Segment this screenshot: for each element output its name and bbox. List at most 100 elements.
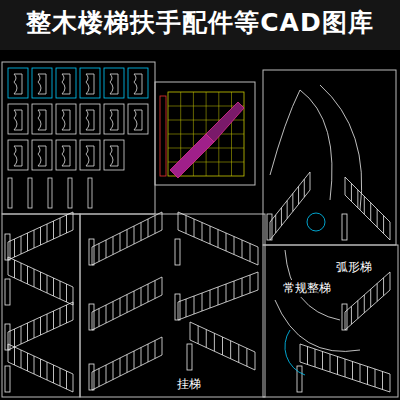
baluster — [40, 272, 41, 290]
baluster — [238, 345, 239, 363]
baluster — [360, 364, 361, 382]
baluster — [53, 365, 54, 383]
baluster — [298, 186, 299, 204]
newel-post — [342, 214, 347, 240]
part-profile — [38, 110, 46, 130]
part-profile — [110, 110, 118, 130]
newel-post — [5, 279, 10, 305]
baluster — [186, 216, 187, 234]
baluster — [218, 230, 219, 248]
newel-post — [5, 324, 10, 350]
newel-post — [5, 366, 10, 392]
baluster — [148, 344, 149, 362]
baluster — [66, 305, 67, 323]
stair-elevation — [342, 272, 390, 330]
grid-line — [231, 92, 232, 176]
baluster — [270, 222, 271, 240]
stringer — [92, 355, 162, 390]
baluster — [162, 212, 163, 230]
baluster — [92, 372, 93, 390]
baluster — [351, 306, 352, 324]
part-box — [104, 68, 124, 98]
title: 整木楼梯扶手配件等CAD图库 — [0, 6, 400, 39]
baluster — [106, 240, 107, 258]
baluster — [390, 374, 391, 392]
baluster — [27, 353, 28, 371]
baluster — [351, 183, 352, 201]
handrail — [92, 212, 162, 247]
baluster — [234, 237, 235, 255]
baluster-profile — [48, 178, 52, 208]
baluster — [66, 371, 67, 389]
part-box — [8, 140, 28, 170]
baluster — [53, 311, 54, 329]
baluster — [258, 272, 259, 290]
baluster — [155, 216, 156, 234]
baluster — [47, 275, 48, 293]
stair-elevation — [187, 322, 255, 370]
baluster — [234, 281, 235, 299]
baluster — [21, 236, 22, 254]
baluster — [53, 278, 54, 296]
stair-elevations — [5, 172, 390, 392]
baluster — [242, 278, 243, 296]
baluster — [345, 177, 346, 195]
baluster-profile — [8, 178, 12, 208]
baluster-profile — [28, 178, 32, 208]
baluster — [40, 359, 41, 377]
stair-elevation — [175, 272, 258, 320]
baluster — [250, 275, 251, 293]
baluster — [202, 223, 203, 241]
baluster-profile — [88, 178, 92, 208]
baluster — [14, 329, 15, 347]
baluster — [357, 301, 358, 319]
baluster — [390, 222, 391, 240]
stringer — [92, 230, 162, 265]
part-box — [32, 140, 52, 170]
baluster — [307, 347, 308, 365]
part-box — [32, 104, 52, 134]
part-box — [56, 104, 76, 134]
curved-stairs — [270, 85, 362, 375]
panel-borders — [2, 62, 398, 397]
baluster — [113, 302, 114, 320]
baluster — [206, 330, 207, 348]
baluster — [214, 333, 215, 351]
handrail — [178, 212, 258, 247]
baluster — [304, 179, 305, 197]
plan-drawing — [160, 92, 244, 178]
baluster — [134, 351, 135, 369]
part-profile — [86, 74, 94, 94]
part-box — [8, 68, 28, 98]
stair-elevation — [89, 212, 162, 265]
baluster — [202, 293, 203, 311]
baluster — [275, 215, 276, 233]
baluster — [60, 218, 61, 236]
part-profile — [110, 74, 118, 94]
handrail — [92, 277, 162, 312]
stair-elevation — [5, 344, 73, 392]
baluster — [382, 372, 383, 390]
baluster — [73, 302, 74, 320]
baluster — [14, 347, 15, 365]
baluster — [292, 193, 293, 211]
newel-post — [89, 364, 94, 390]
stair-elevation — [175, 212, 258, 265]
baluster — [127, 355, 128, 373]
baluster — [47, 224, 48, 242]
baluster — [226, 284, 227, 302]
baluster — [8, 257, 9, 275]
baluster — [40, 227, 41, 245]
part-sections — [8, 68, 148, 208]
baluster — [148, 284, 149, 302]
baluster — [106, 305, 107, 323]
baluster — [383, 216, 384, 234]
baluster — [250, 244, 251, 262]
newel-post — [342, 304, 347, 330]
part-profile — [38, 146, 46, 166]
stair-elevation — [89, 337, 162, 390]
baluster — [141, 348, 142, 366]
newel-post — [297, 366, 302, 392]
